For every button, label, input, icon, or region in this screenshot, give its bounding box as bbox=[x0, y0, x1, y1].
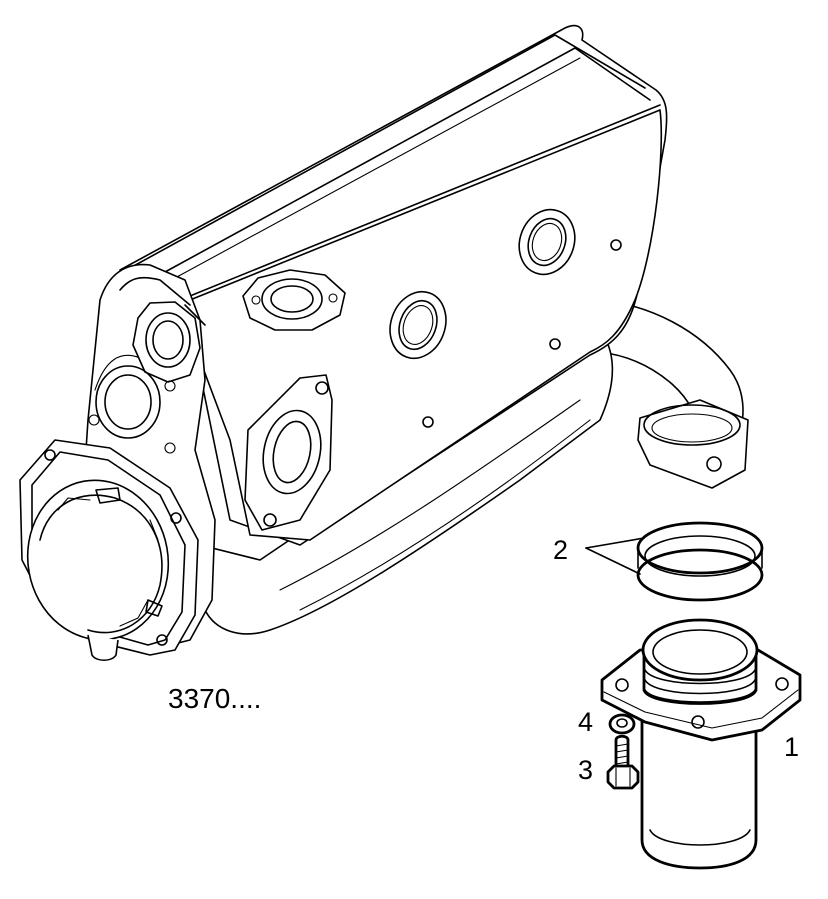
callout-part-4: 4 bbox=[578, 707, 593, 737]
manifold-assembly bbox=[19, 24, 749, 662]
side-port-upper bbox=[518, 208, 576, 276]
leader-lines bbox=[585, 537, 645, 575]
washer bbox=[608, 713, 636, 735]
callout-part-3: 3 bbox=[578, 755, 593, 785]
reference-code: 3370.... bbox=[168, 683, 261, 714]
callout-part-2: 2 bbox=[553, 535, 568, 565]
bolt bbox=[606, 734, 640, 790]
side-flange-port bbox=[244, 374, 333, 531]
outlet-elbow bbox=[599, 299, 749, 489]
end-plate-port bbox=[88, 365, 176, 454]
flanged-sleeve bbox=[600, 618, 802, 870]
side-port-middle bbox=[389, 290, 447, 360]
upper-fitting bbox=[132, 301, 201, 392]
seal-rings bbox=[636, 521, 764, 602]
front-flange bbox=[19, 439, 199, 662]
filler-cap bbox=[242, 269, 346, 331]
callout-part-1: 1 bbox=[784, 732, 799, 762]
